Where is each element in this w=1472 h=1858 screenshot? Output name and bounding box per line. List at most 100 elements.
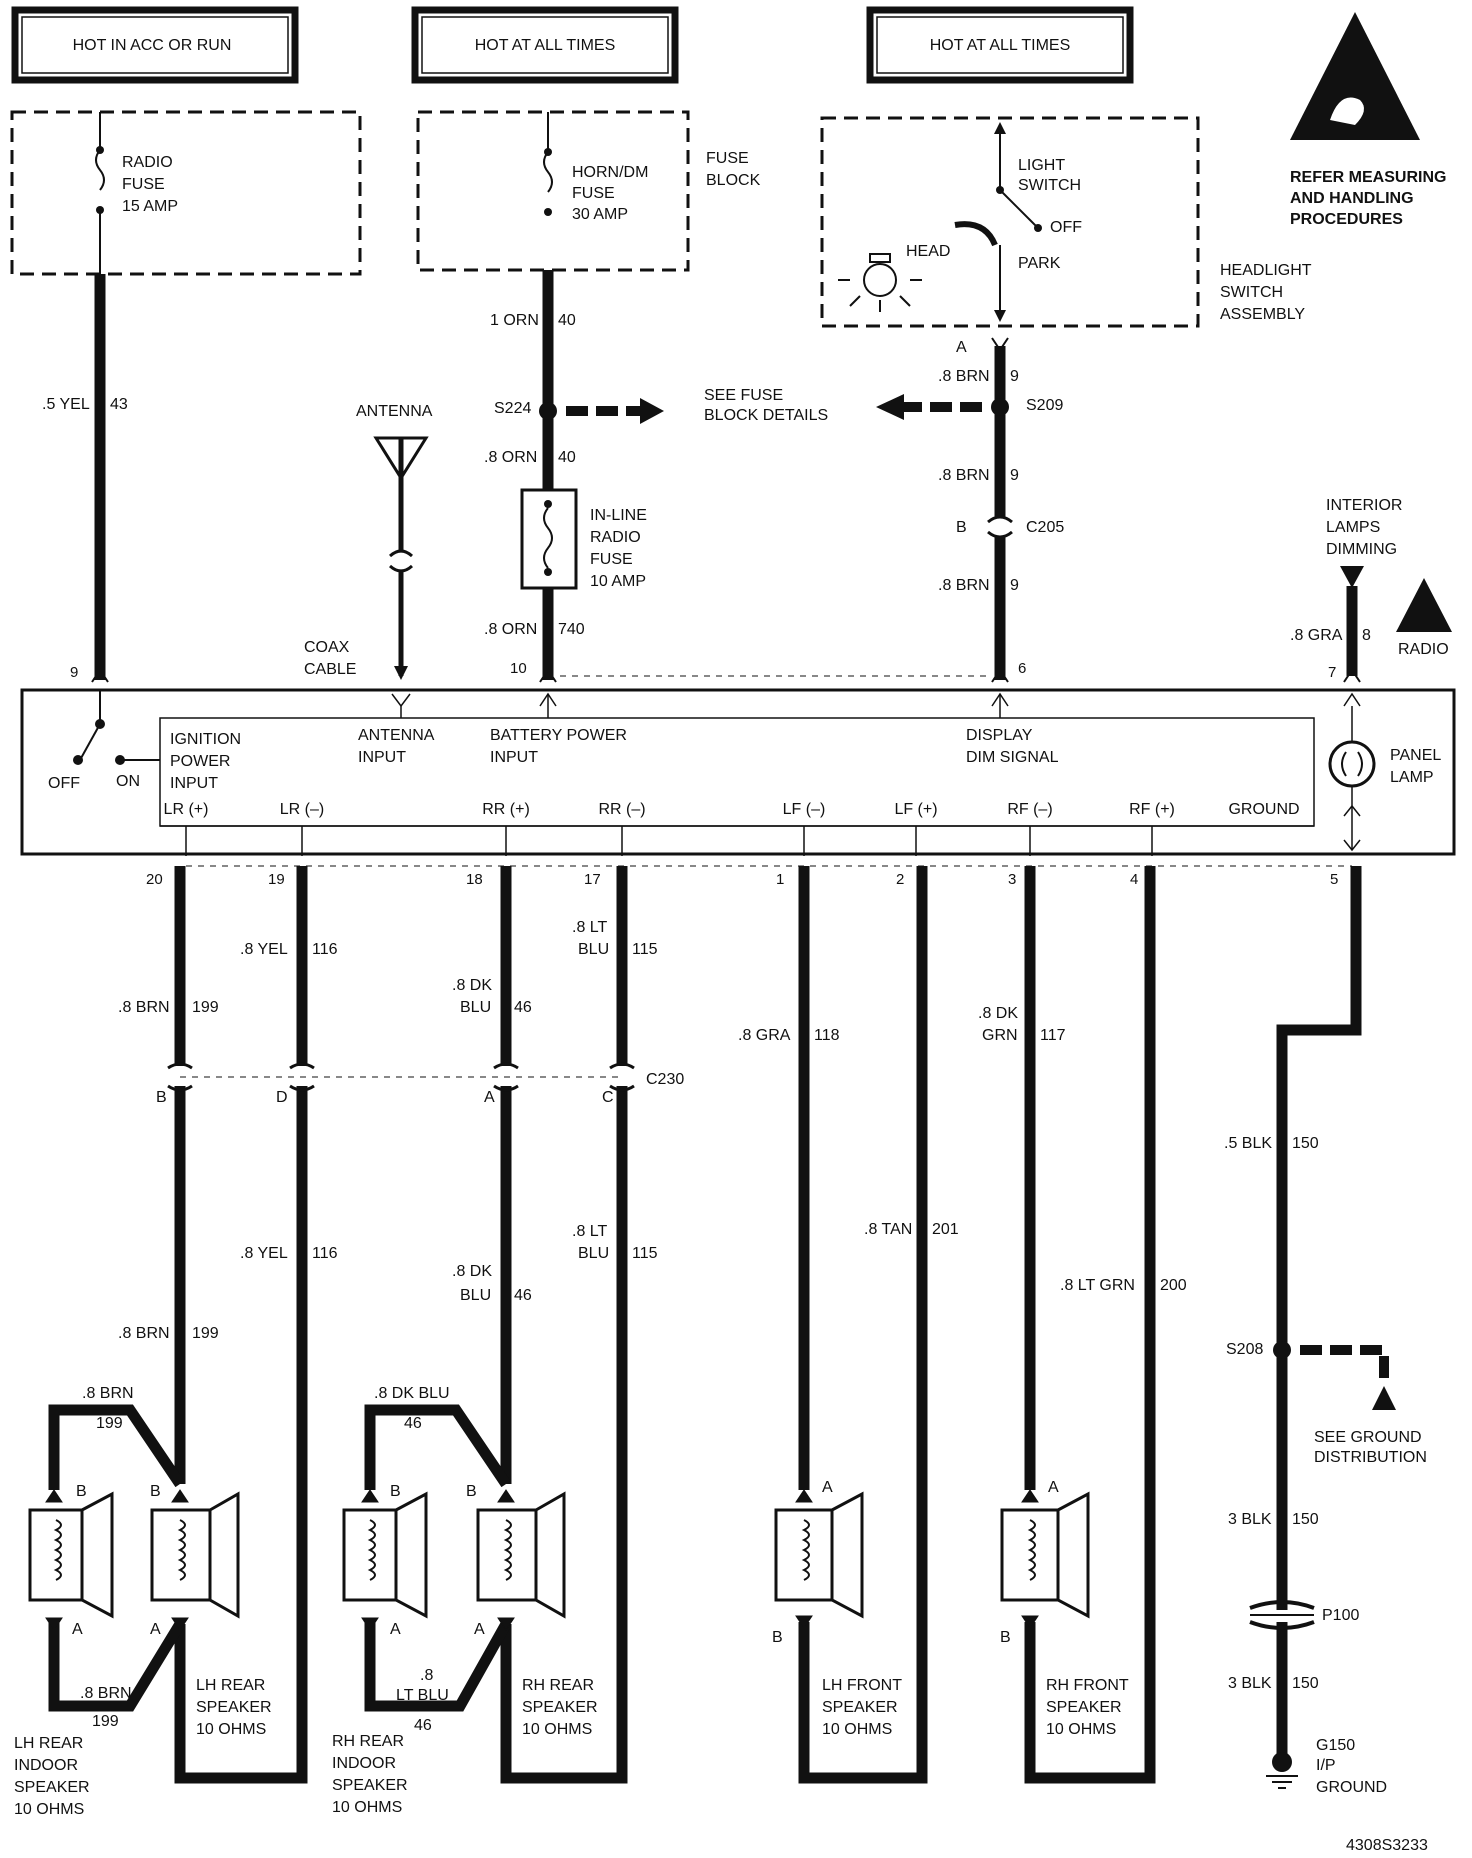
svg-text:HOT AT ALL TIMES: HOT AT ALL TIMES <box>930 37 1071 54</box>
svg-text:.8 DK BLU: .8 DK BLU <box>374 1385 450 1402</box>
power-source-hot-2: HOT AT ALL TIMES <box>866 6 1134 84</box>
splice-s209: S209 <box>876 394 1063 420</box>
svg-text:PANEL: PANEL <box>1390 747 1441 764</box>
svg-text:150: 150 <box>1292 1675 1319 1692</box>
svg-text:.8 LT: .8 LT <box>572 1223 608 1240</box>
svg-text:.8 YEL: .8 YEL <box>240 1245 288 1262</box>
svg-text:10 OHMS: 10 OHMS <box>14 1801 84 1818</box>
svg-text:150: 150 <box>1292 1511 1319 1528</box>
interior-dimming-2: LAMPS <box>1326 519 1380 536</box>
svg-text:A: A <box>474 1621 485 1638</box>
svg-text:116: 116 <box>312 941 338 958</box>
interior-dimming-3: DIMMING <box>1326 541 1397 558</box>
svg-text:HEAD: HEAD <box>906 243 950 260</box>
wire-brn-9: A .8 BRN 9 .8 BRN 9 B .8 BRN 9 <box>938 337 1019 683</box>
svg-text:FUSE: FUSE <box>122 176 165 193</box>
svg-text:BLU: BLU <box>460 1287 491 1304</box>
terminal-rf-plus: RF (+) <box>1129 801 1175 818</box>
svg-text:46: 46 <box>404 1415 422 1432</box>
connector-p100: P100 <box>1249 1600 1359 1630</box>
ground-label-2: I/P <box>1316 1757 1336 1774</box>
svg-text:3 BLK: 3 BLK <box>1228 1675 1272 1692</box>
ground-symbol <box>1266 1752 1298 1789</box>
svg-text:HOT IN ACC OR RUN: HOT IN ACC OR RUN <box>73 37 232 54</box>
speaker-wire-labels: .8 BRN 199 .8 YEL 116 .8 DK BLU 46 .8 LT… <box>80 919 1319 1734</box>
speaker-rh-rear-indoor <box>342 1489 428 1631</box>
svg-text:8: 8 <box>1362 627 1371 644</box>
radio-tag: RADIO <box>1398 641 1449 658</box>
pin-9: 9 <box>70 664 78 681</box>
fuse-block-label-2: BLOCK <box>706 172 761 189</box>
svg-text:.8 DK: .8 DK <box>978 1005 1018 1022</box>
svg-text:10 OHMS: 10 OHMS <box>1046 1721 1116 1738</box>
inline-radio-fuse: IN-LINE RADIO FUSE 10 AMP <box>520 488 647 590</box>
svg-text:P100: P100 <box>1322 1607 1359 1624</box>
headlight-assembly-label: HEADLIGHT <box>1220 262 1312 279</box>
svg-text:.8 DK: .8 DK <box>452 1263 492 1280</box>
svg-text:IN-LINE: IN-LINE <box>590 507 647 524</box>
ground-label-3: GROUND <box>1316 1779 1387 1796</box>
svg-text:46: 46 <box>414 1717 432 1734</box>
svg-text:201: 201 <box>932 1221 959 1238</box>
radio-unit: OFF ON IGNITION POWER INPUT ANTENNA INPU… <box>20 688 1456 856</box>
svg-text:D: D <box>276 1089 288 1106</box>
svg-text:19: 19 <box>268 871 285 888</box>
svg-text:.8 BRN: .8 BRN <box>118 1325 170 1342</box>
svg-text:.8 GRA: .8 GRA <box>738 1027 791 1044</box>
fuse-block-label: FUSE <box>706 150 749 167</box>
svg-text:INPUT: INPUT <box>490 749 538 766</box>
connector-c205: C205 <box>1026 519 1064 536</box>
bottom-pins: 20 19 18 17 1 2 3 4 5 <box>146 871 1338 888</box>
svg-text:HOT AT ALL TIMES: HOT AT ALL TIMES <box>475 37 616 54</box>
svg-text:SPEAKER: SPEAKER <box>196 1699 272 1716</box>
svg-text:.8 BRN: .8 BRN <box>80 1685 132 1702</box>
svg-text:C: C <box>602 1089 614 1106</box>
svg-text:OFF: OFF <box>48 775 80 792</box>
svg-text:199: 199 <box>92 1713 119 1730</box>
svg-text:46: 46 <box>514 999 532 1016</box>
svg-text:46: 46 <box>514 1287 532 1304</box>
svg-text:200: 200 <box>1160 1277 1187 1294</box>
svg-text:SWITCH: SWITCH <box>1018 177 1081 194</box>
svg-text:ANTENNA: ANTENNA <box>356 403 433 420</box>
svg-text:LAMP: LAMP <box>1390 769 1434 786</box>
svg-text:S224: S224 <box>494 400 531 417</box>
wire-orn-40: 1 ORN 40 .8 ORN 40 <box>484 270 576 490</box>
svg-text:15 AMP: 15 AMP <box>122 198 178 215</box>
svg-text:A: A <box>484 1089 495 1106</box>
svg-text:PARK: PARK <box>1018 255 1061 272</box>
svg-text:2: 2 <box>896 871 904 888</box>
radio-terminals: LR (+) LR (–) RR (+) RR (–) LF (–) LF (+… <box>164 801 1300 818</box>
svg-text:B: B <box>390 1483 401 1500</box>
svg-text:17: 17 <box>584 871 601 888</box>
svg-text:5: 5 <box>1330 871 1338 888</box>
speaker-lh-rear <box>150 1489 240 1631</box>
see-ground: SEE GROUND <box>1314 1429 1422 1446</box>
svg-text:40: 40 <box>558 449 576 466</box>
svg-text:.8 LT GRN: .8 LT GRN <box>1060 1277 1135 1294</box>
svg-text:HORN/DM: HORN/DM <box>572 164 648 181</box>
terminal-rr-minus: RR (–) <box>598 801 645 818</box>
svg-text:.8 LT: .8 LT <box>572 919 608 936</box>
svg-text:10 OHMS: 10 OHMS <box>522 1721 592 1738</box>
svg-text:30 AMP: 30 AMP <box>572 206 628 223</box>
svg-text:LH REAR: LH REAR <box>14 1735 83 1752</box>
headlight-switch-assembly: LIGHT SWITCH OFF HEAD PARK <box>820 116 1200 328</box>
svg-text:.8 YEL: .8 YEL <box>240 941 288 958</box>
svg-text:.8 BRN: .8 BRN <box>118 999 170 1016</box>
svg-text:RADIO: RADIO <box>590 529 641 546</box>
svg-text:LT BLU: LT BLU <box>396 1687 449 1704</box>
svg-text:INDOOR: INDOOR <box>332 1755 396 1772</box>
esd-warning-icon <box>1290 12 1420 140</box>
svg-text:1 ORN: 1 ORN <box>490 312 539 329</box>
antenna-symbol: ANTENNA <box>356 403 433 680</box>
power-source-hot-1: HOT AT ALL TIMES <box>411 6 679 84</box>
svg-text:INDOOR: INDOOR <box>14 1757 78 1774</box>
svg-text:.8 ORN: .8 ORN <box>484 621 537 638</box>
svg-text:A: A <box>956 339 967 356</box>
svg-text:115: 115 <box>632 941 658 958</box>
svg-text:9: 9 <box>1010 577 1019 594</box>
esd-radio-icon <box>1396 578 1452 632</box>
svg-text:SPEAKER: SPEAKER <box>14 1779 90 1796</box>
svg-text:115: 115 <box>632 1245 658 1262</box>
